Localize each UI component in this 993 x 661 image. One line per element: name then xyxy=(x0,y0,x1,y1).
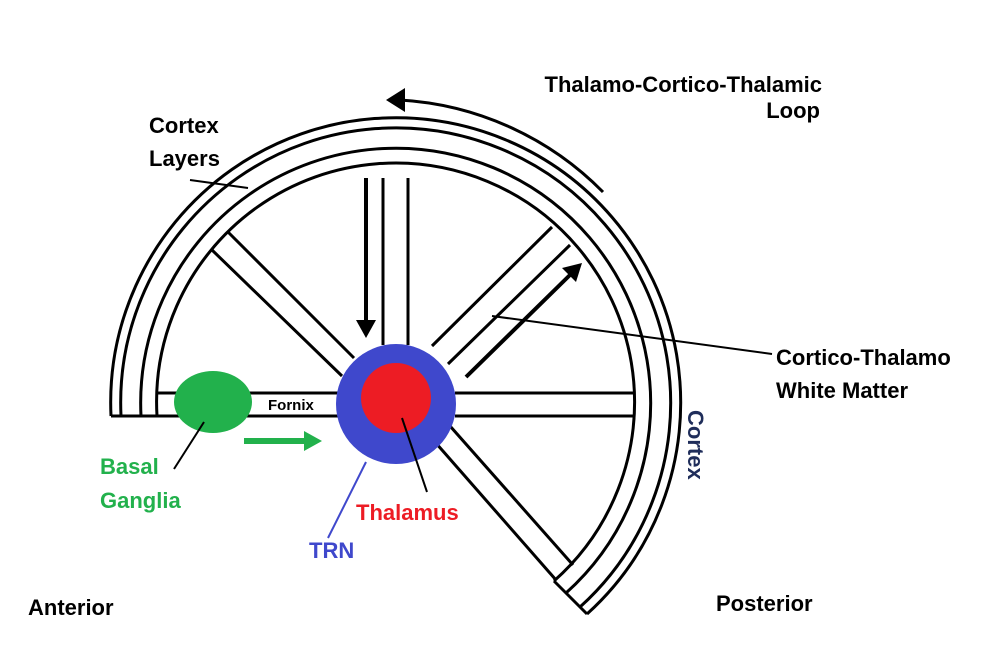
trn-label: TRN xyxy=(309,538,354,563)
cortex-ring-inner xyxy=(155,161,637,583)
cortico-thalamo-pointer xyxy=(491,315,773,355)
cortex-label: Cortex xyxy=(683,410,708,480)
cortex-rings xyxy=(109,116,683,616)
thalamus-shape xyxy=(361,363,431,433)
anterior-label: Anterior xyxy=(28,595,114,620)
spoke-upright-b xyxy=(446,243,572,366)
thalamus-label: Thalamus xyxy=(356,500,459,525)
spoke-upright-a xyxy=(430,225,554,348)
diagram-labels: Thalamo-Cortico-Thalamic Loop Cortex Lay… xyxy=(28,72,951,620)
cortico-thalamic-down-arrow xyxy=(356,178,376,338)
spoke-upleft-a xyxy=(226,230,356,360)
basal-ganglia-label-line2: Ganglia xyxy=(100,488,181,513)
thalamus-pointer xyxy=(401,417,428,493)
cortex-ring-cap-right xyxy=(552,579,589,616)
spoke-downright-b xyxy=(433,441,558,581)
pointer-lines xyxy=(173,179,773,539)
trn-pointer xyxy=(327,461,367,539)
spoke-upleft-b xyxy=(210,248,344,378)
loop-label-line2: Loop xyxy=(766,98,820,123)
fornix-label: Fornix xyxy=(268,397,314,414)
cortex-ring-outer xyxy=(109,116,683,616)
posterior-label: Posterior xyxy=(716,591,813,616)
thalamo-cortical-arrow xyxy=(464,263,582,379)
loop-label-line1: Thalamo-Cortico-Thalamic xyxy=(545,72,822,97)
basal-ganglia-shape xyxy=(174,371,252,433)
cortex-layers-pointer xyxy=(189,179,249,189)
spoke-downright-a xyxy=(448,425,575,566)
basal-ganglia-label-line1: Basal xyxy=(100,454,159,479)
cortico-thalamo-label-line1: Cortico-Thalamo xyxy=(776,345,951,370)
cortex-layers-label-line2: Layers xyxy=(149,146,220,171)
basal-ganglia-arrow xyxy=(244,431,322,451)
cortex-ring-middle-outer xyxy=(119,126,673,609)
basal-ganglia-pointer xyxy=(173,421,205,470)
cortex-ring-middle-inner xyxy=(139,146,653,595)
cortex-layers-label-line1: Cortex xyxy=(149,113,219,138)
cortico-thalamo-label-line2: White Matter xyxy=(776,378,908,403)
loop-arrow xyxy=(386,88,605,194)
